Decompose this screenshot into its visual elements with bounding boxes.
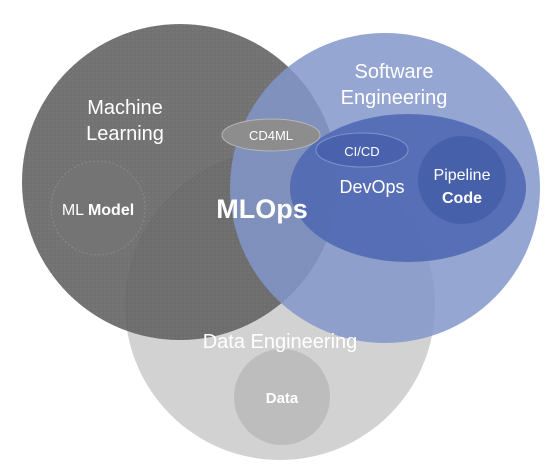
cd4ml-ellipse (221, 118, 321, 152)
software-engineering-label-line2: Engineering (341, 87, 448, 109)
ml-model-prefix: ML (62, 202, 84, 219)
pipeline-label: Pipeline (434, 167, 491, 184)
pipeline-code-circle (418, 136, 506, 224)
data-label: Data (266, 390, 299, 407)
machine-learning-label: Machine (87, 97, 163, 119)
cd4ml-label: CD4ML (249, 128, 293, 143)
code-label: Code (442, 190, 482, 207)
ml-model-label: ML Model (62, 202, 134, 219)
software-engineering-label: Software (355, 61, 434, 83)
machine-learning-label-line2: Learning (86, 123, 164, 145)
cicd-ellipse (315, 132, 409, 168)
mlops-label: MLOps (216, 194, 308, 224)
cicd-label: CI/CD (344, 144, 379, 159)
ml-model-circle (50, 160, 146, 256)
devops-label: DevOps (339, 177, 404, 197)
data-engineering-label: Data Engineering (203, 331, 358, 353)
ml-model-bold: Model (88, 202, 134, 219)
data-circle (234, 349, 330, 445)
